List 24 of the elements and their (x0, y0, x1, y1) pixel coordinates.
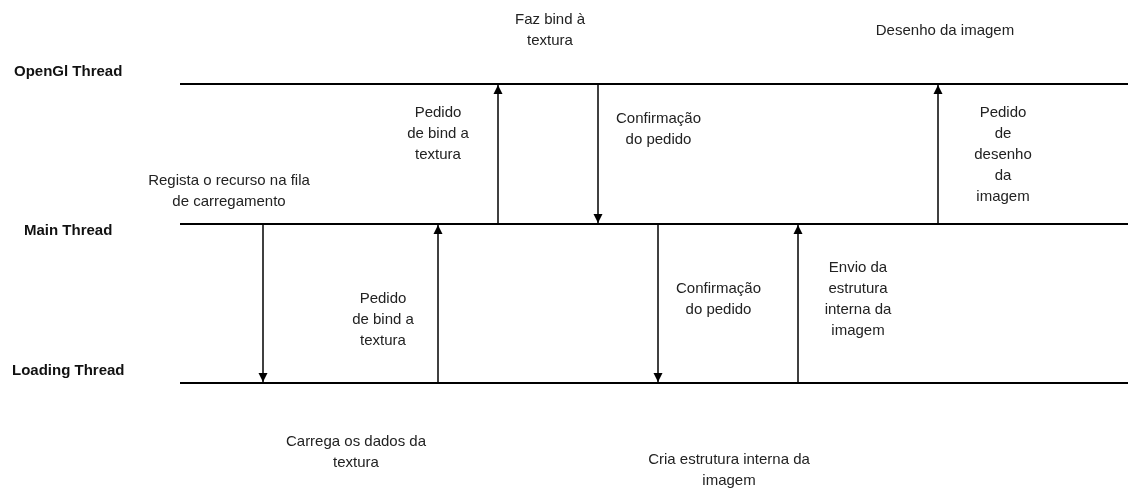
edge-label: Pedido de desenho da imagem (973, 102, 1033, 206)
note-text: Desenho da imagem (874, 20, 1016, 40)
thread-label: Main Thread (24, 221, 114, 238)
arrow (433, 224, 443, 383)
arrow (493, 84, 503, 224)
arrow (258, 224, 268, 383)
note-text: Carrega os dados da textura (284, 431, 428, 472)
edge-label: Pedido de bind a textura (352, 288, 414, 350)
thread-line (180, 223, 1128, 225)
edge-label: Envio da estrutura interna da imagem (823, 257, 893, 340)
edge-label: Pedido de bind a textura (407, 102, 469, 164)
thread-line (180, 382, 1128, 384)
arrow (933, 84, 943, 224)
thread-label: OpenGl Thread (14, 62, 124, 79)
thread-label: Loading Thread (12, 361, 126, 378)
note-text: Faz bind à textura (513, 9, 586, 50)
thread-line (180, 83, 1128, 85)
note-text: Regista o recurso na fila de carregamento (147, 170, 311, 211)
edge-label: Confirmação do pedido (674, 278, 762, 319)
arrow (653, 224, 663, 383)
arrow (593, 84, 603, 224)
edge-label: Confirmação do pedido (614, 108, 702, 149)
arrow (793, 224, 803, 383)
note-text: Cria estrutura interna da imagem (647, 449, 811, 490)
